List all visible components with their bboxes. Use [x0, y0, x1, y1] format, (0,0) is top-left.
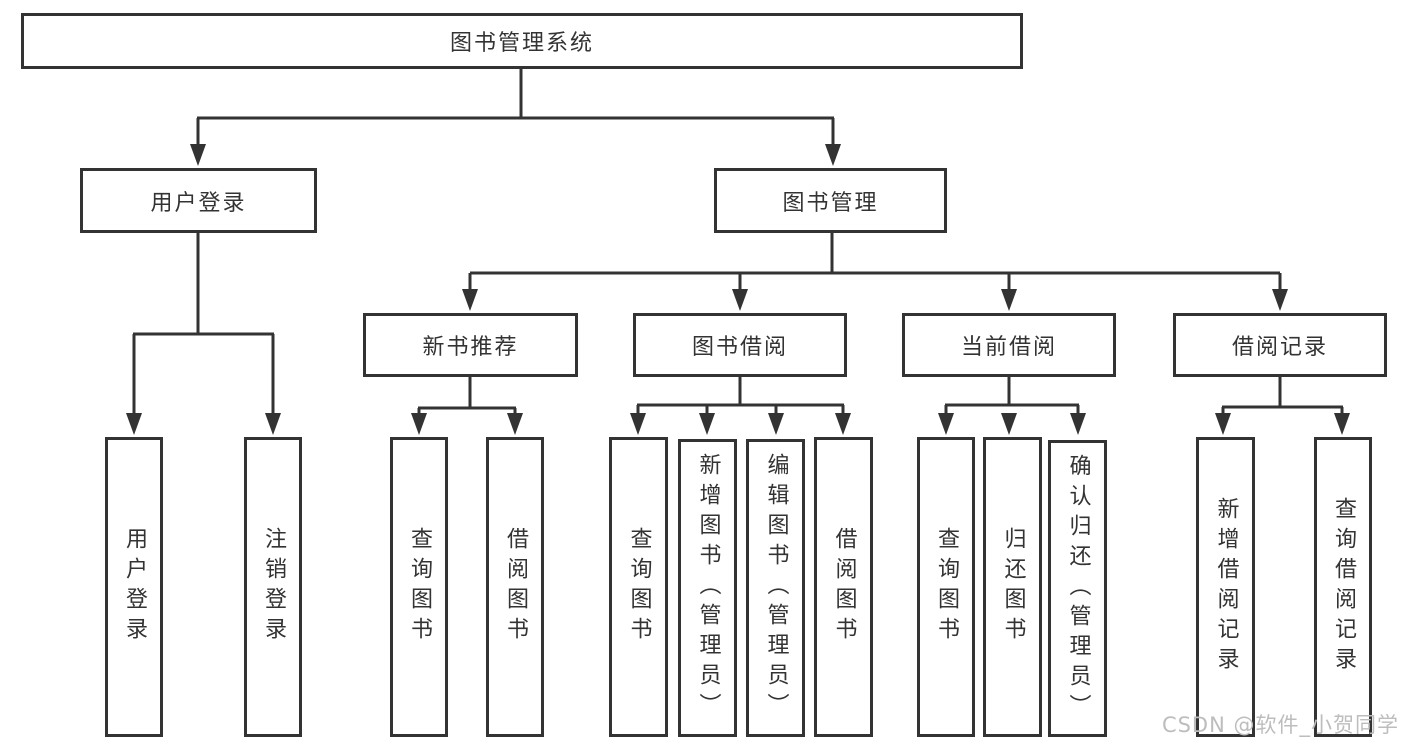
leaf-records-add-label: 新增借阅记录: [1213, 497, 1239, 677]
leaf-logout-label: 注销登录: [261, 527, 286, 647]
node-current-borrow-label: 当前借阅: [960, 335, 1057, 360]
node-book-management-label: 图书管理: [782, 190, 879, 216]
node-user-login: 用户登录: [80, 168, 317, 233]
leaf-user-login-label: 用户登录: [122, 527, 147, 647]
leaf-borrow-borrow: 借阅图书: [814, 437, 873, 737]
leaf-newbook-query: 查询图书: [390, 437, 448, 737]
leaf-current-confirm: 确认归还（管理员）: [1048, 440, 1107, 737]
leaf-borrow-add-label: 新增图书（管理员）: [695, 453, 721, 723]
leaf-current-confirm-label: 确认归还（管理员）: [1065, 453, 1091, 724]
leaf-borrow-add: 新增图书（管理员）: [678, 439, 737, 737]
leaf-newbook-query-label: 查询图书: [407, 527, 432, 647]
leaf-current-query: 查询图书: [917, 437, 975, 737]
leaf-records-query-label: 查询借阅记录: [1331, 497, 1356, 677]
leaf-borrow-edit: 编辑图书（管理员）: [746, 439, 805, 737]
leaf-borrow-query-label: 查询图书: [626, 527, 652, 647]
node-book-borrow-label: 图书借阅: [691, 335, 788, 360]
node-current-borrow: 当前借阅: [902, 313, 1116, 377]
leaf-borrow-borrow-label: 借阅图书: [831, 527, 857, 647]
csdn-watermark: CSDN @软件_小贺同学: [1161, 713, 1399, 737]
leaf-user-login: 用户登录: [105, 437, 163, 737]
leaf-records-add: 新增借阅记录: [1196, 437, 1255, 737]
leaf-borrow-query: 查询图书: [609, 437, 668, 737]
arrowheads: [126, 144, 1350, 435]
node-book-management: 图书管理: [714, 168, 947, 233]
leaf-current-return: 归还图书: [983, 437, 1042, 737]
node-new-book-recommend: 新书推荐: [363, 313, 578, 377]
leaf-newbook-borrow: 借阅图书: [486, 437, 544, 737]
leaf-borrow-edit-label: 编辑图书（管理员）: [763, 453, 789, 723]
leaf-current-query-label: 查询图书: [934, 527, 959, 647]
node-root: 图书管理系统: [21, 13, 1023, 69]
node-borrow-records: 借阅记录: [1173, 313, 1387, 377]
leaf-logout: 注销登录: [244, 437, 302, 737]
node-new-book-recommend-label: 新书推荐: [422, 335, 519, 360]
node-book-borrow: 图书借阅: [633, 313, 847, 377]
node-borrow-records-label: 借阅记录: [1231, 335, 1328, 360]
leaf-newbook-borrow-label: 借阅图书: [503, 527, 528, 647]
node-user-login-label: 用户登录: [150, 190, 247, 216]
node-root-label: 图书管理系统: [449, 31, 594, 56]
leaf-records-query: 查询借阅记录: [1314, 437, 1372, 737]
leaf-current-return-label: 归还图书: [1000, 527, 1026, 647]
